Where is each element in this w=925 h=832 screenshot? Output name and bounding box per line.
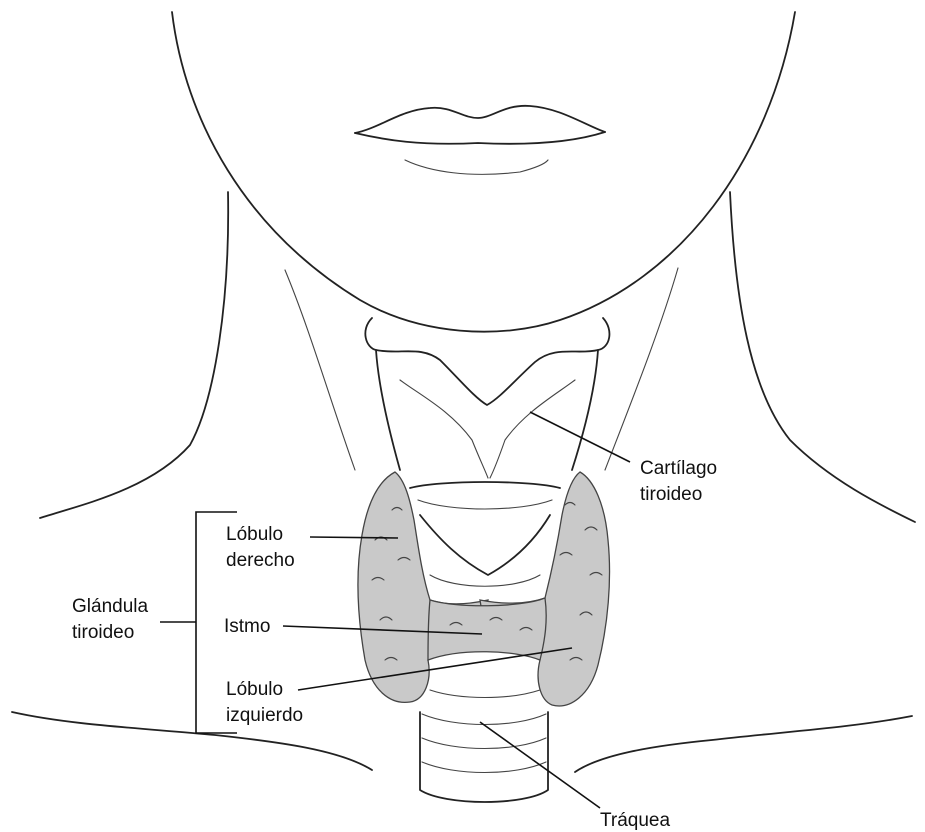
right-lobe [358,472,488,702]
label-traquea: Tráquea [600,810,670,831]
trachea [420,690,548,802]
label-glandula-line1: Glándula [72,596,148,617]
label-lobulo-izquierdo-line1: Lóbulo [226,679,283,700]
clavicle-lines [12,712,912,772]
label-cartilago-line1: Cartílago [640,458,717,479]
isthmus [428,598,546,660]
thyroid-gland [358,472,610,706]
head-outline [172,12,795,332]
label-cartilago-line2: tiroideo [640,484,702,505]
label-lobulo-izquierdo-line2: izquierdo [226,705,303,726]
left-lobe [480,472,610,706]
label-glandula-line2: tiroideo [72,622,134,643]
leader-lobulo-derecho [310,537,398,538]
leader-cartilago [530,412,630,462]
neck-outline [40,192,915,522]
mouth [355,106,605,175]
label-lobulo-derecho-line2: derecho [226,550,295,571]
label-istmo: Istmo [224,616,270,637]
label-lobulo-derecho-line1: Lóbulo [226,524,283,545]
